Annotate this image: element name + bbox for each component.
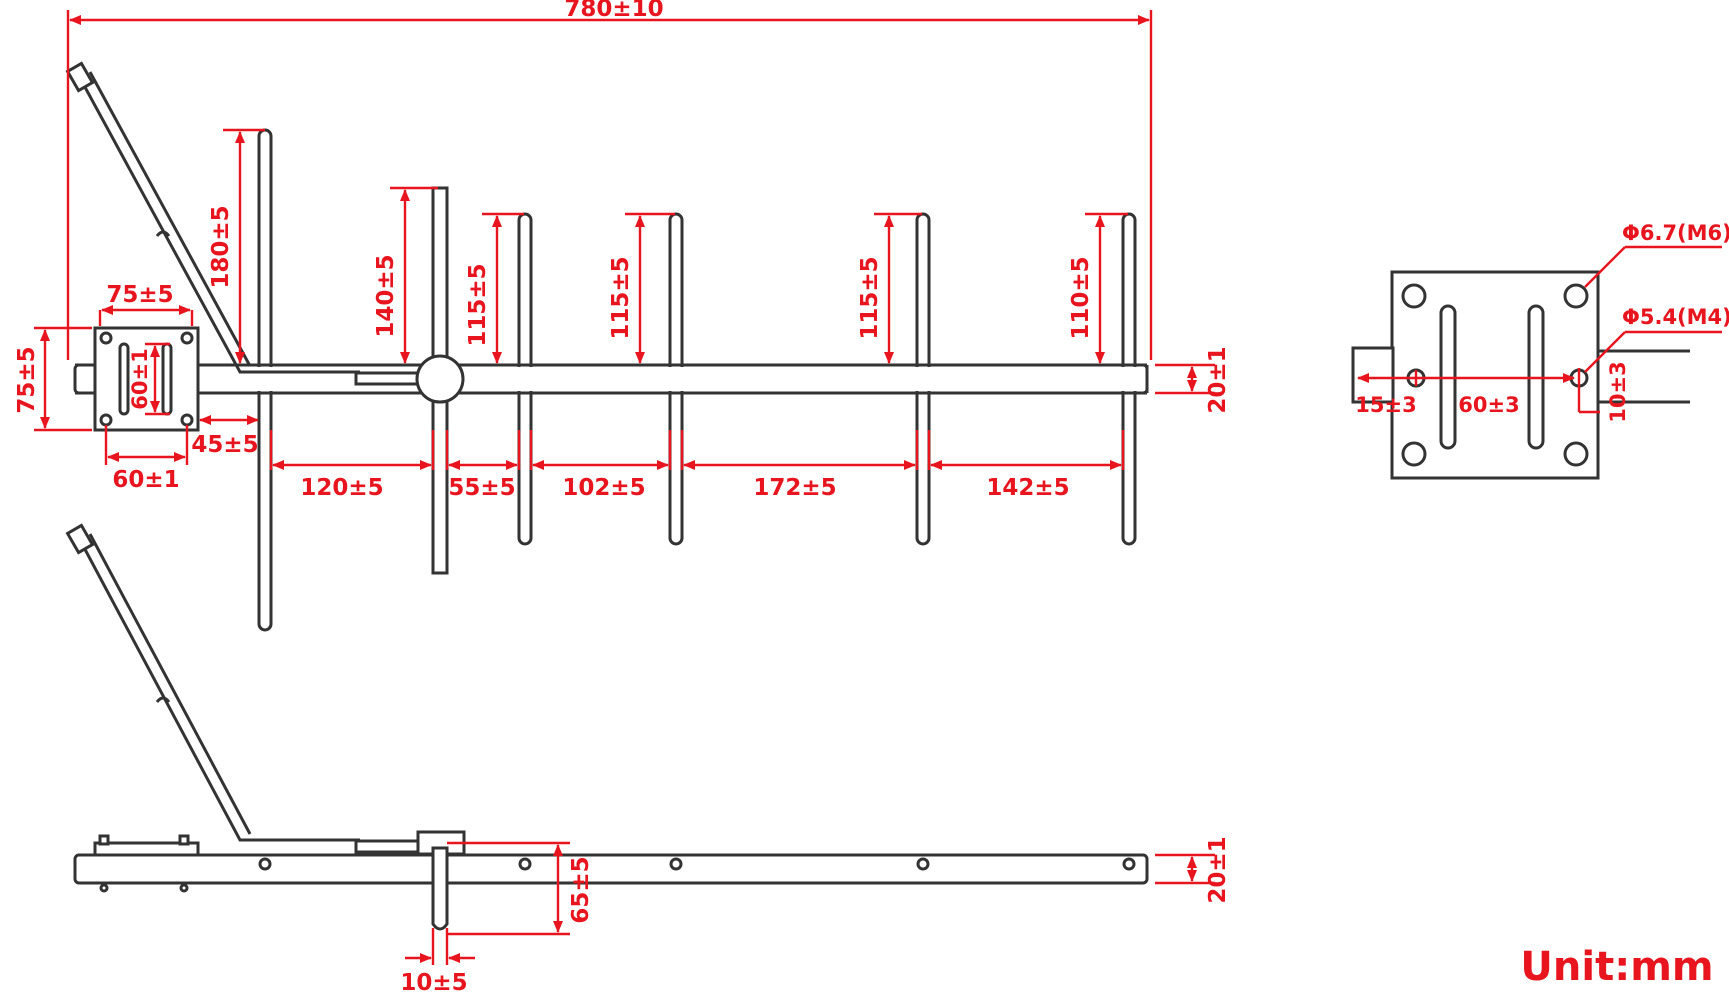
mount-plate-side (93, 841, 200, 857)
unit-label: Unit:mm (1520, 944, 1713, 990)
cable-side (78, 539, 360, 842)
dim-boom-top: 20±1 (1205, 346, 1231, 413)
dim-hole-small: Φ5.4(M4) (1622, 305, 1729, 329)
dim-spacing-3: 102±5 (562, 475, 645, 501)
dim-plate-height: 75±5 (14, 346, 40, 413)
dim-element-4: 115±5 (608, 256, 634, 339)
dim-slot-spacing: 60±1 (112, 467, 179, 493)
bracket-view (1351, 270, 1690, 480)
dim-element-3: 115±5 (465, 263, 491, 346)
dim-element-2: 140±5 (373, 254, 399, 337)
dim-spacing-1: 120±5 (300, 475, 383, 501)
dim-overall: 780±10 (564, 0, 663, 22)
side-view (65, 523, 1149, 931)
dim-plate-to-element: 45±5 (191, 432, 258, 458)
connector-side (65, 523, 95, 555)
dipole-drop (431, 846, 449, 931)
boom-side (73, 853, 1149, 885)
dim-bracket-spacing: 60±3 (1458, 393, 1519, 417)
dim-boom-side: 20±1 (1205, 836, 1231, 903)
dim-spacing-4: 172±5 (753, 475, 836, 501)
dim-spacing-5: 142±5 (986, 475, 1069, 501)
dim-plate-width: 75±5 (106, 282, 173, 308)
dimensions: 780±10 180±5 140±5 115±5 115±5 115±5 110… (14, 0, 1729, 996)
dim-element-1: 180±5 (208, 205, 234, 288)
dim-dipole-width: 10±5 (400, 970, 467, 996)
dim-bracket-vertical: 10±3 (1606, 361, 1630, 422)
dim-dipole-drop: 65±5 (568, 856, 594, 923)
dim-element-5: 115±5 (857, 256, 883, 339)
dim-spacing-2: 55±5 (448, 475, 515, 501)
cable-top (78, 77, 360, 374)
dim-slot-length: 60±1 (128, 348, 152, 409)
driven-hub (415, 354, 465, 404)
dim-element-6: 110±5 (1068, 256, 1094, 339)
dim-hole-large: Φ6.7(M6) (1622, 221, 1729, 245)
top-view (65, 61, 1149, 632)
connector-top (65, 61, 95, 93)
dim-bracket-offset: 15±3 (1355, 393, 1416, 417)
